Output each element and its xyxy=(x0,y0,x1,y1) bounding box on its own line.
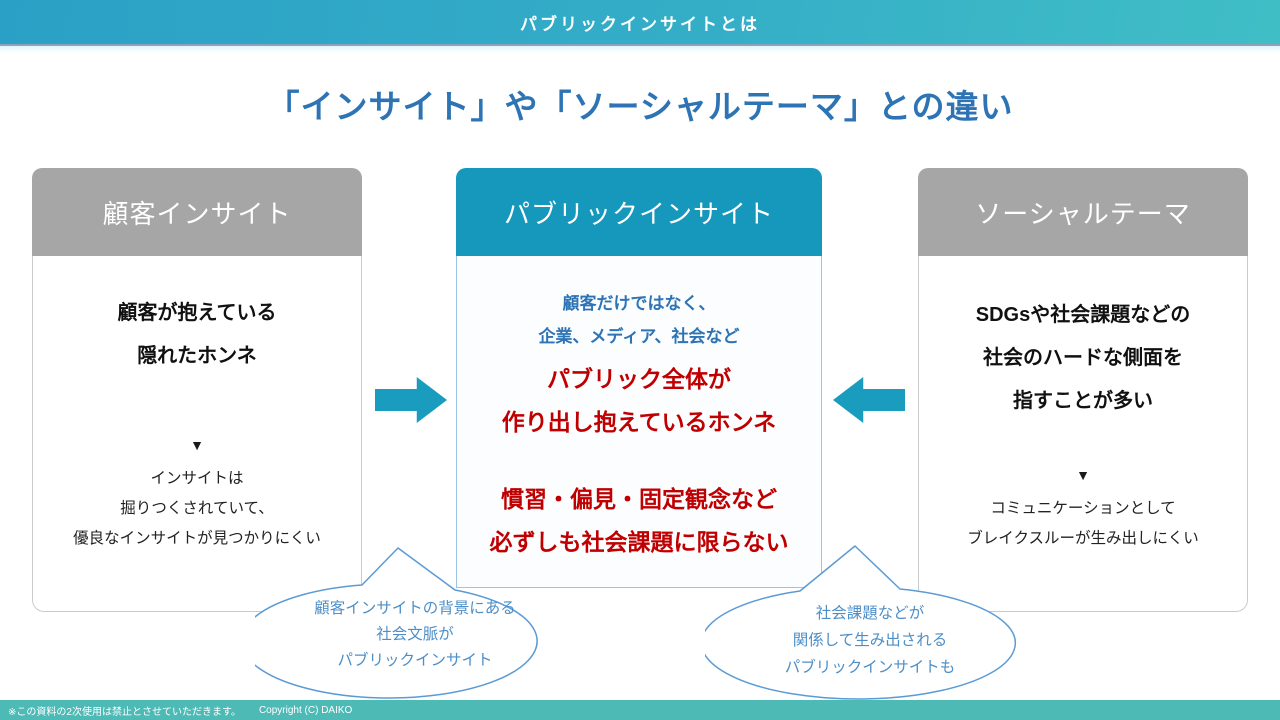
column-header-label: ソーシャルテーマ xyxy=(975,198,1191,229)
social-sub-text: コミュニケーションとして ブレイクスルーが生み出しにくい xyxy=(967,500,1199,547)
header-glow xyxy=(0,46,1280,53)
slide-header: パブリックインサイトとは xyxy=(0,0,1280,44)
column-body-public xyxy=(456,256,822,588)
header-divider xyxy=(0,44,1280,46)
customer-sub-text: インサイトは 掘りつくされていて、 優良なインサイトが見つかりにくい xyxy=(73,470,321,547)
slide-header-title: パブリックインサイトとは xyxy=(520,14,760,34)
column-header-label: 顧客インサイト xyxy=(102,198,292,229)
column-header-public: パブリックインサイト xyxy=(456,168,822,256)
speech-bubble-left xyxy=(255,547,538,699)
footer-bar: ※この資料の2次使用は禁止とさせていただきます。 Copyright (C) D… xyxy=(0,700,1280,720)
column-body-customer xyxy=(32,256,362,612)
footer-copyright: Copyright (C) DAIKO xyxy=(258,704,353,716)
footer-notice: ※この資料の2次使用は禁止とさせていただきます。 xyxy=(8,706,241,718)
down-triangle-icon: ▼ xyxy=(190,437,204,453)
column-header-customer: 顧客インサイト xyxy=(32,168,362,256)
customer-main-text: 顧客が抱えている 隠れたホンネ xyxy=(117,302,277,367)
speech-bubble-right xyxy=(705,545,1017,700)
public-lead-text: 顧客だけではなく、 企業、メディア、社会など xyxy=(538,294,740,346)
social-main-text: SDGsや社会課題などの 社会のハードな側面を 指すことが多い xyxy=(975,304,1191,412)
speech-bubble-left-text: 顧客インサイトの背景にある 社会文脈が パブリックインサイト xyxy=(314,600,516,669)
arrow-left-icon xyxy=(833,377,905,423)
column-header-label: パブリックインサイト xyxy=(503,198,774,229)
column-body-social xyxy=(918,256,1248,612)
page-title: 「インサイト」や「ソーシャルテーマ」との違い xyxy=(266,88,1014,125)
down-triangle-icon: ▼ xyxy=(1076,467,1090,483)
arrow-right-icon xyxy=(375,377,447,423)
public-emphasis-text-1: パブリック全体が 作り出し抱えているホンネ xyxy=(501,366,777,435)
speech-bubble-right-text: 社会課題などが 関係して生み出される パブリックインサイトも xyxy=(784,605,956,676)
public-emphasis-text-2: 慣習・偏見・固定観念など 必ずしも社会課題に限らない xyxy=(489,486,789,555)
column-header-social: ソーシャルテーマ xyxy=(918,168,1248,256)
